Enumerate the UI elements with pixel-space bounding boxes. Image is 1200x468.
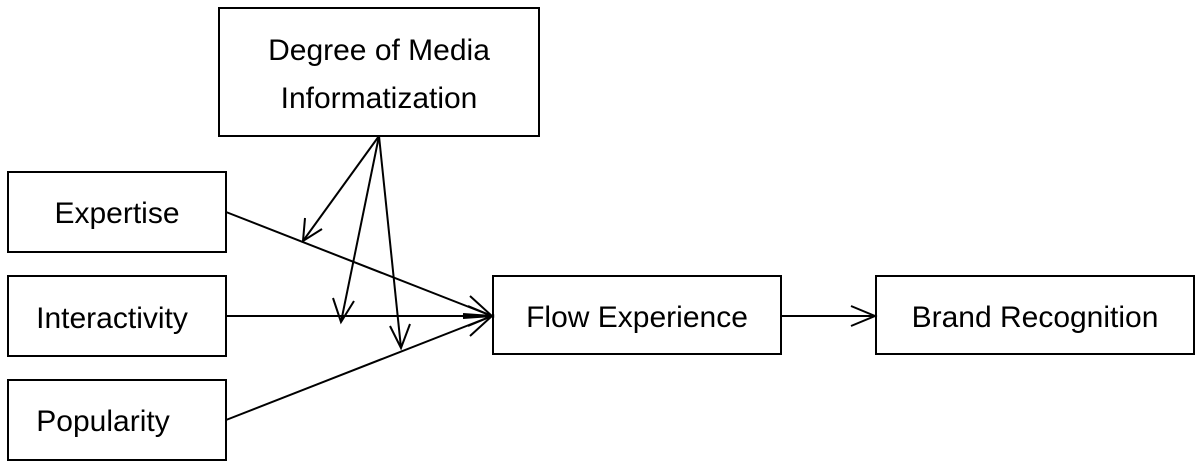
arrowhead bbox=[462, 314, 495, 337]
moderator-arrow-to-popularity-path bbox=[378, 135, 411, 351]
arrowhead bbox=[850, 305, 878, 327]
moderator-label-line1: Degree of Media bbox=[268, 34, 490, 67]
moderator-box bbox=[218, 7, 540, 137]
popularity-label: Popularity bbox=[36, 405, 169, 438]
arrow-expertise-to-flow bbox=[225, 211, 495, 318]
flow-experience-label: Flow Experience bbox=[526, 301, 748, 334]
arrowhead bbox=[389, 323, 411, 351]
expertise-box bbox=[7, 171, 227, 253]
moderator-label-line2: Informatization bbox=[281, 82, 478, 115]
popularity-box bbox=[7, 379, 227, 461]
arrowhead bbox=[301, 217, 323, 243]
expertise-label: Expertise bbox=[54, 197, 179, 230]
interactivity-label: Interactivity bbox=[36, 302, 188, 335]
arrow-interactivity-to-flow bbox=[226, 305, 495, 327]
moderator-arrow-to-expertise-path bbox=[301, 135, 380, 243]
arrow-popularity-to-flow bbox=[225, 314, 495, 421]
arrow-flow-to-brand bbox=[781, 305, 878, 327]
flow-experience-node: Flow Experience bbox=[492, 275, 782, 355]
interactivity-box bbox=[7, 275, 227, 357]
expertise-node: Expertise bbox=[7, 171, 227, 253]
brand-recognition-box bbox=[875, 275, 1195, 355]
brand-recognition-node: Brand Recognition bbox=[875, 275, 1195, 355]
arrowhead bbox=[332, 297, 355, 325]
popularity-node: Popularity bbox=[7, 379, 227, 461]
moderator-node: Degree of Media Informatization bbox=[218, 7, 540, 137]
brand-recognition-label: Brand Recognition bbox=[912, 301, 1159, 334]
moderator-arrow-to-interactivity-path bbox=[332, 135, 380, 325]
interactivity-node: Interactivity bbox=[7, 275, 227, 357]
